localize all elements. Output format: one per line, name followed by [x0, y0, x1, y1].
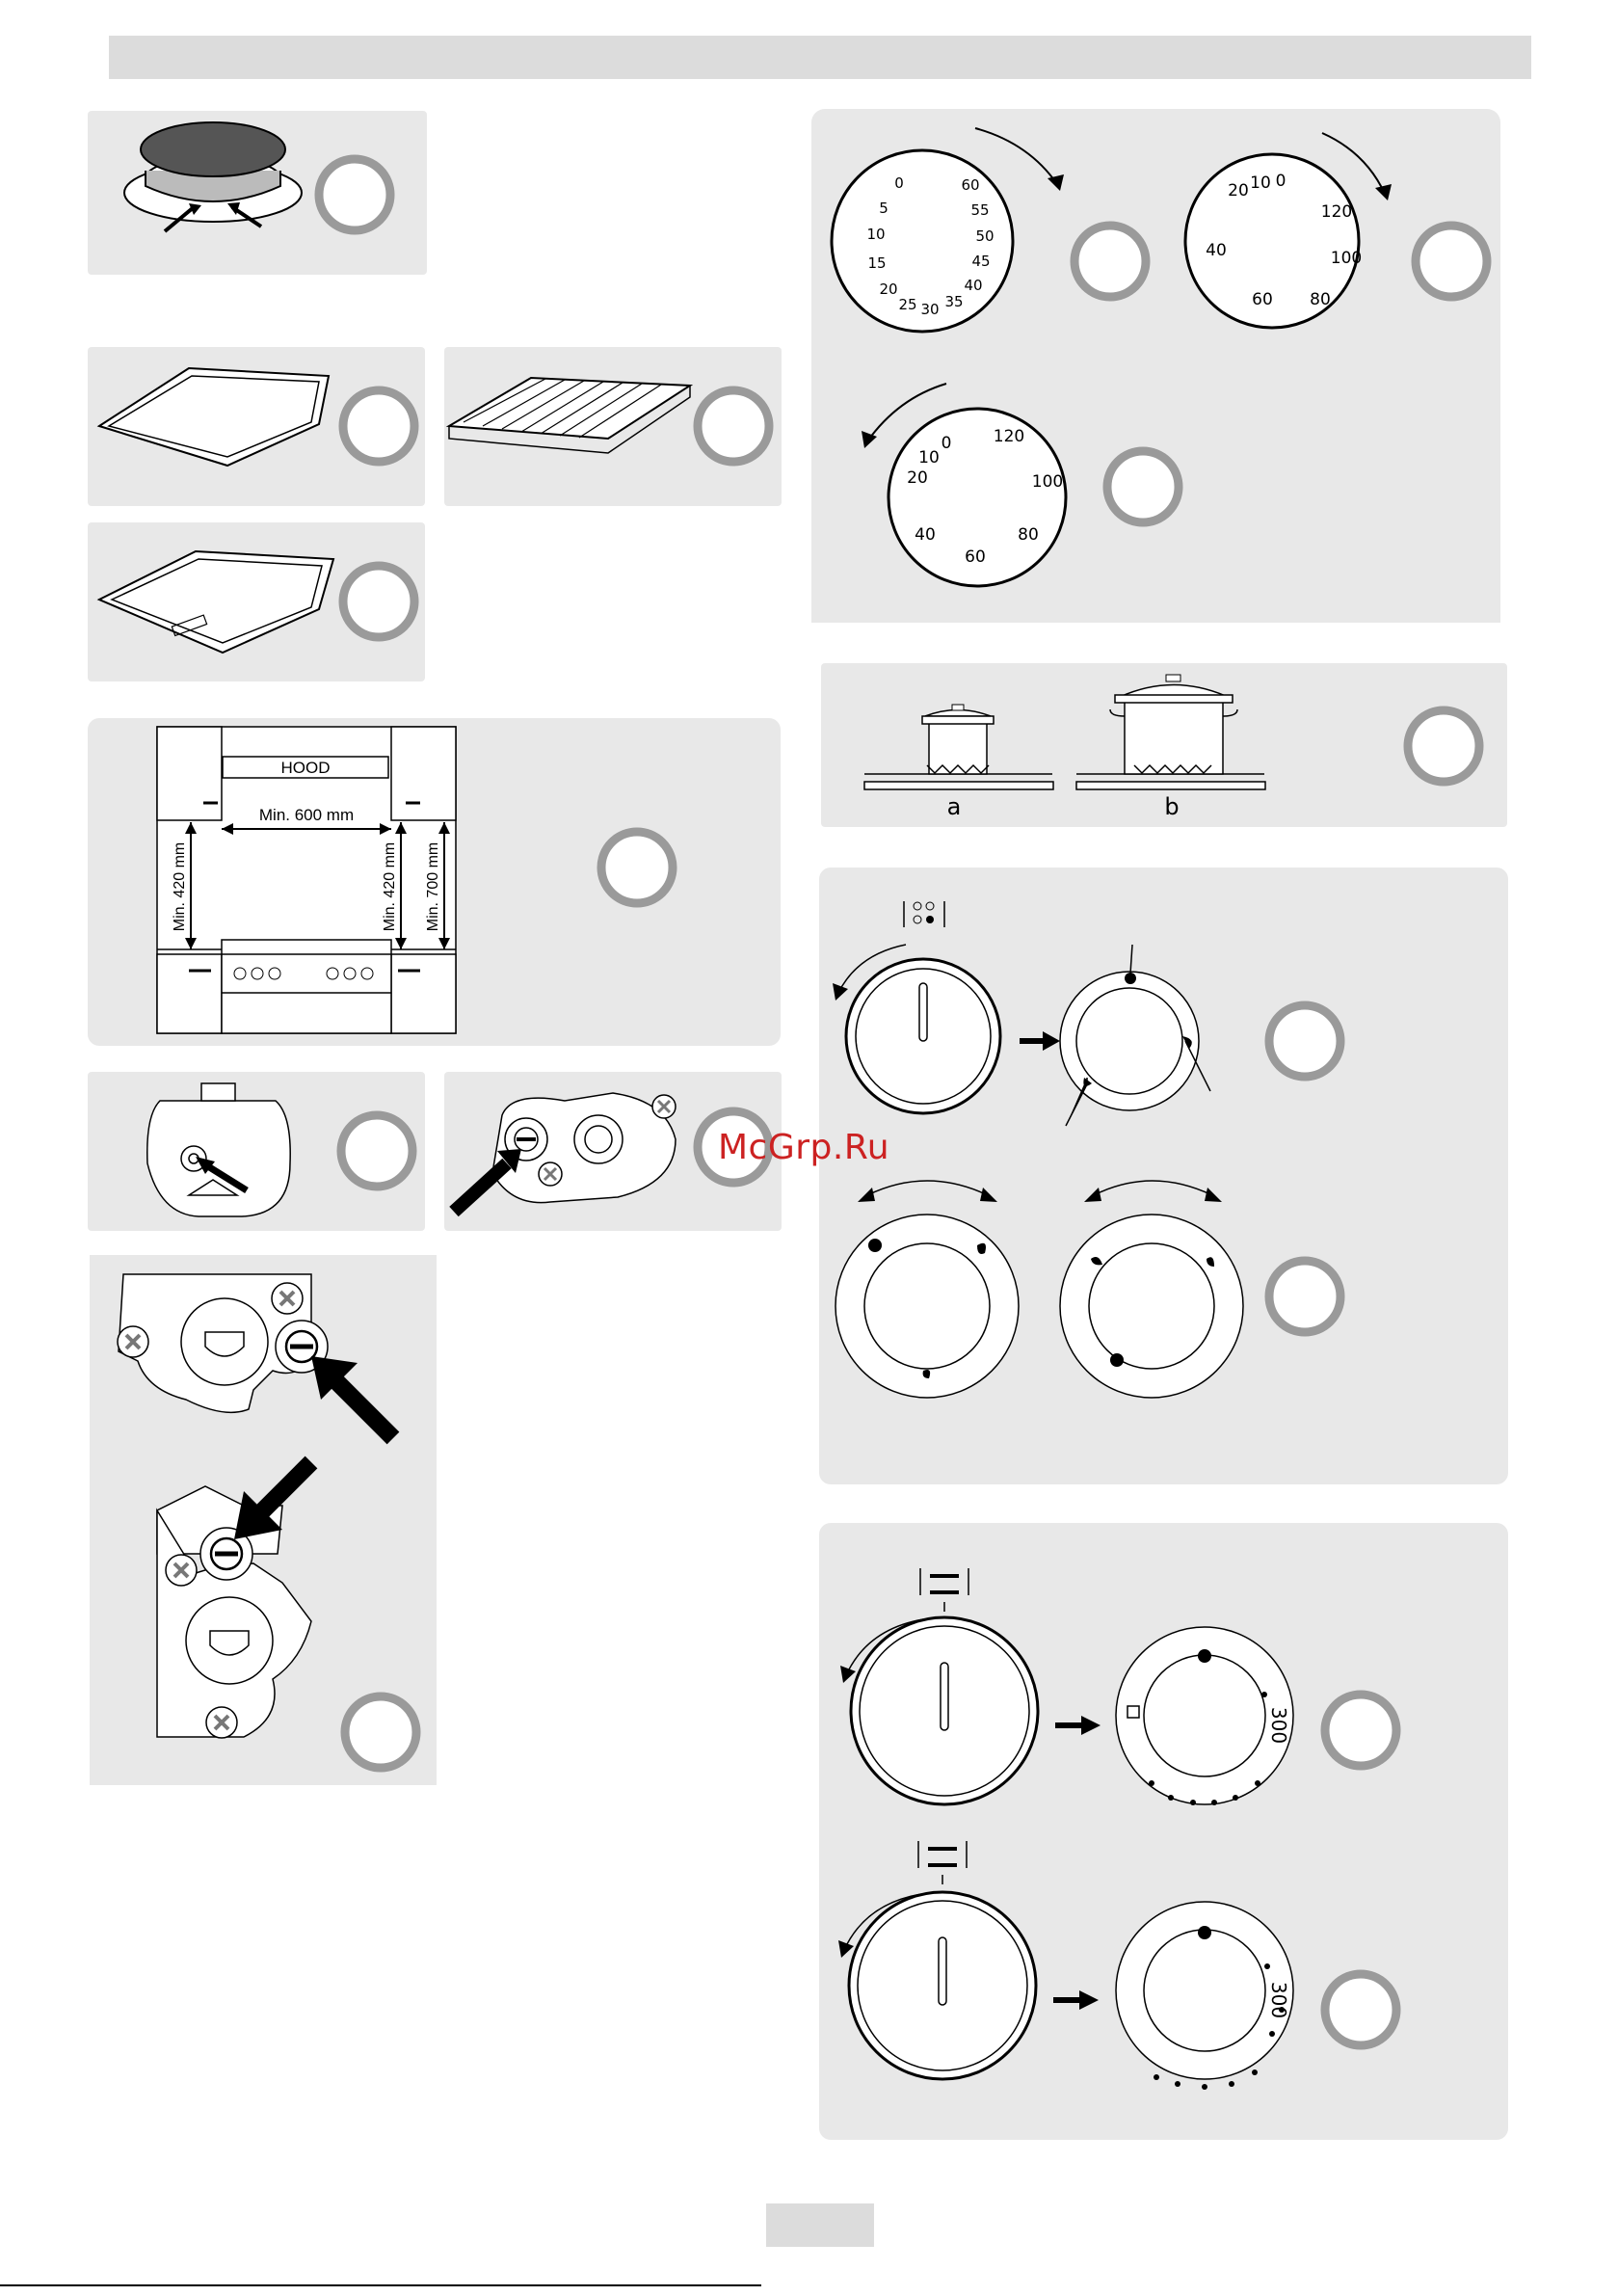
svg-text:20: 20: [907, 468, 928, 488]
svg-text:40: 40: [915, 525, 936, 545]
injector-illustration: [88, 1072, 425, 1231]
min-height-left-label: Min. 420 mm: [172, 842, 188, 931]
svg-text:0: 0: [1276, 172, 1286, 191]
deep-tray-panel: [88, 522, 425, 681]
svg-text:35: 35: [944, 293, 963, 310]
bottom-rule: [0, 2284, 761, 2286]
hood-label: HOOD: [281, 759, 331, 777]
burner-panel: [88, 111, 427, 275]
deep-tray-illustration: [88, 522, 425, 681]
min-height-cabinet-label: Min. 700 mm: [425, 842, 441, 931]
dial-settings-panel: 0 5 10 15 20 25 30 35 40 45 50 55 60 20 …: [811, 109, 1500, 623]
page-number-box: [766, 2203, 874, 2247]
valve-adjust-illustration: [90, 1255, 437, 1785]
svg-text:100: 100: [1331, 249, 1362, 268]
svg-text:60: 60: [965, 547, 986, 567]
svg-text:10: 10: [918, 448, 940, 467]
installation-clearance-panel: HOOD Min. 600 mm Min. 420 mm Min. 420 mm…: [88, 718, 781, 1046]
watermark-text: McGrp.Ru: [718, 1128, 889, 1167]
tray-panel: [88, 347, 425, 506]
flat-tray-illustration: [88, 347, 425, 506]
svg-text:45: 45: [971, 253, 990, 270]
min-width-label: Min. 600 mm: [259, 806, 354, 824]
grill-dial-2-value: 300: [1267, 1982, 1290, 2018]
svg-text:20: 20: [879, 280, 897, 298]
burner-illustration: [88, 111, 427, 275]
pot-label-a: a: [947, 793, 962, 820]
wire-rack-illustration: [444, 347, 782, 506]
timer-dial-illustration: 0 5 10 15 20 25 30 35 40 45 50 55 60 20 …: [811, 109, 1500, 623]
svg-text:55: 55: [970, 201, 989, 219]
svg-text:15: 15: [867, 254, 886, 272]
header-bar: [109, 36, 1531, 79]
valve-adjust-panel: [90, 1255, 437, 1785]
svg-text:80: 80: [1018, 525, 1039, 545]
svg-text:50: 50: [975, 227, 994, 245]
rack-panel: [444, 347, 782, 506]
svg-text:0: 0: [894, 174, 904, 192]
svg-text:0: 0: [942, 434, 952, 453]
pan-size-panel: a b: [821, 663, 1507, 827]
svg-text:10: 10: [866, 226, 885, 243]
svg-text:10: 10: [1250, 174, 1271, 193]
pan-size-illustration: a b: [821, 663, 1507, 827]
grill-knob-panel: 300 300: [819, 1523, 1508, 2140]
svg-text:60: 60: [1252, 290, 1273, 309]
svg-text:40: 40: [1206, 241, 1227, 260]
hob-knob-illustration: [819, 868, 1508, 1484]
svg-text:100: 100: [1032, 472, 1063, 492]
svg-text:30: 30: [920, 301, 939, 318]
hob-knob-panel: [819, 868, 1508, 1484]
svg-text:5: 5: [879, 200, 889, 217]
min-height-right-label: Min. 420 mm: [382, 842, 398, 931]
svg-text:60: 60: [961, 176, 979, 194]
grill-dial-value: 300: [1267, 1707, 1290, 1744]
svg-text:120: 120: [1321, 202, 1352, 222]
injector-panel: [88, 1072, 425, 1231]
grill-knob-illustration: 300 300: [819, 1523, 1508, 2140]
svg-text:25: 25: [898, 296, 916, 313]
pot-label-b: b: [1164, 793, 1179, 820]
svg-text:20: 20: [1228, 181, 1249, 200]
svg-text:40: 40: [964, 277, 982, 294]
svg-text:120: 120: [994, 427, 1024, 446]
svg-text:80: 80: [1310, 290, 1331, 309]
kitchen-clearance-diagram: HOOD Min. 600 mm Min. 420 mm Min. 420 mm…: [88, 718, 781, 1046]
